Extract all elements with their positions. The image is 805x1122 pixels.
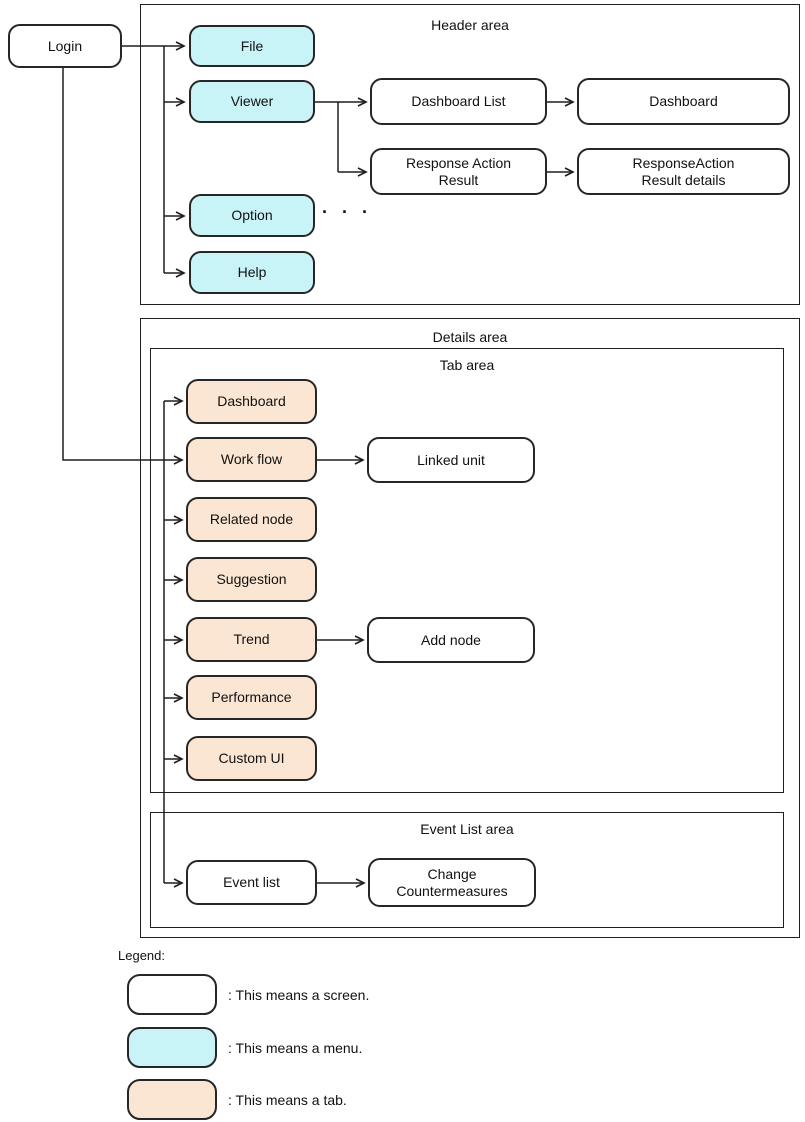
legend-screen-label: : This means a screen. xyxy=(228,986,370,1003)
tab-area-title: Tab area xyxy=(439,357,495,373)
screen-response-action-result-details: ResponseAction Result details xyxy=(577,148,790,195)
legend-tab-swatch xyxy=(127,1079,217,1120)
tab-work-flow: Work flow xyxy=(186,437,317,482)
screen-dashboard: Dashboard xyxy=(577,78,790,125)
menu-viewer: Viewer xyxy=(189,80,315,123)
tab-performance: Performance xyxy=(186,675,317,720)
event-list-area-title: Event List area xyxy=(420,821,514,837)
screen-event-list: Event list xyxy=(186,860,317,905)
tab-custom-ui: Custom UI xyxy=(186,736,317,781)
legend-menu-swatch xyxy=(127,1027,217,1068)
tab-area-box xyxy=(150,348,784,793)
tab-trend: Trend xyxy=(186,617,317,662)
menu-option: Option xyxy=(189,194,315,237)
legend-row-screen: : This means a screen. xyxy=(127,974,369,1015)
header-area-title: Header area xyxy=(431,17,509,33)
node-login: Login xyxy=(8,24,122,68)
details-area-box xyxy=(140,318,800,938)
legend-menu-label: : This means a menu. xyxy=(228,1039,363,1056)
tab-suggestion: Suggestion xyxy=(186,557,317,602)
screen-change-countermeasures: Change Countermeasures xyxy=(368,858,536,907)
legend-screen-swatch xyxy=(127,974,217,1015)
connector-login-workflow xyxy=(62,68,184,465)
legend-row-menu: : This means a menu. xyxy=(127,1027,362,1068)
event-list-area-box xyxy=(150,812,784,928)
details-area-title: Details area xyxy=(432,329,508,345)
screen-dashboard-list: Dashboard List xyxy=(370,78,547,125)
screen-linked-unit: Linked unit xyxy=(367,437,535,483)
legend-row-tab: : This means a tab. xyxy=(127,1079,347,1120)
screen-response-action-result: Response Action Result xyxy=(370,148,547,195)
menu-help: Help xyxy=(189,251,315,294)
legend-tab-label: : This means a tab. xyxy=(228,1091,347,1108)
tab-dashboard: Dashboard xyxy=(186,379,317,424)
screen-add-node: Add node xyxy=(367,617,535,663)
menu-file: File xyxy=(189,25,315,67)
header-area-box xyxy=(140,4,800,305)
tab-related-node: Related node xyxy=(186,497,317,542)
legend-title: Legend: xyxy=(118,948,165,963)
ellipsis-dots: . . . xyxy=(322,197,373,217)
